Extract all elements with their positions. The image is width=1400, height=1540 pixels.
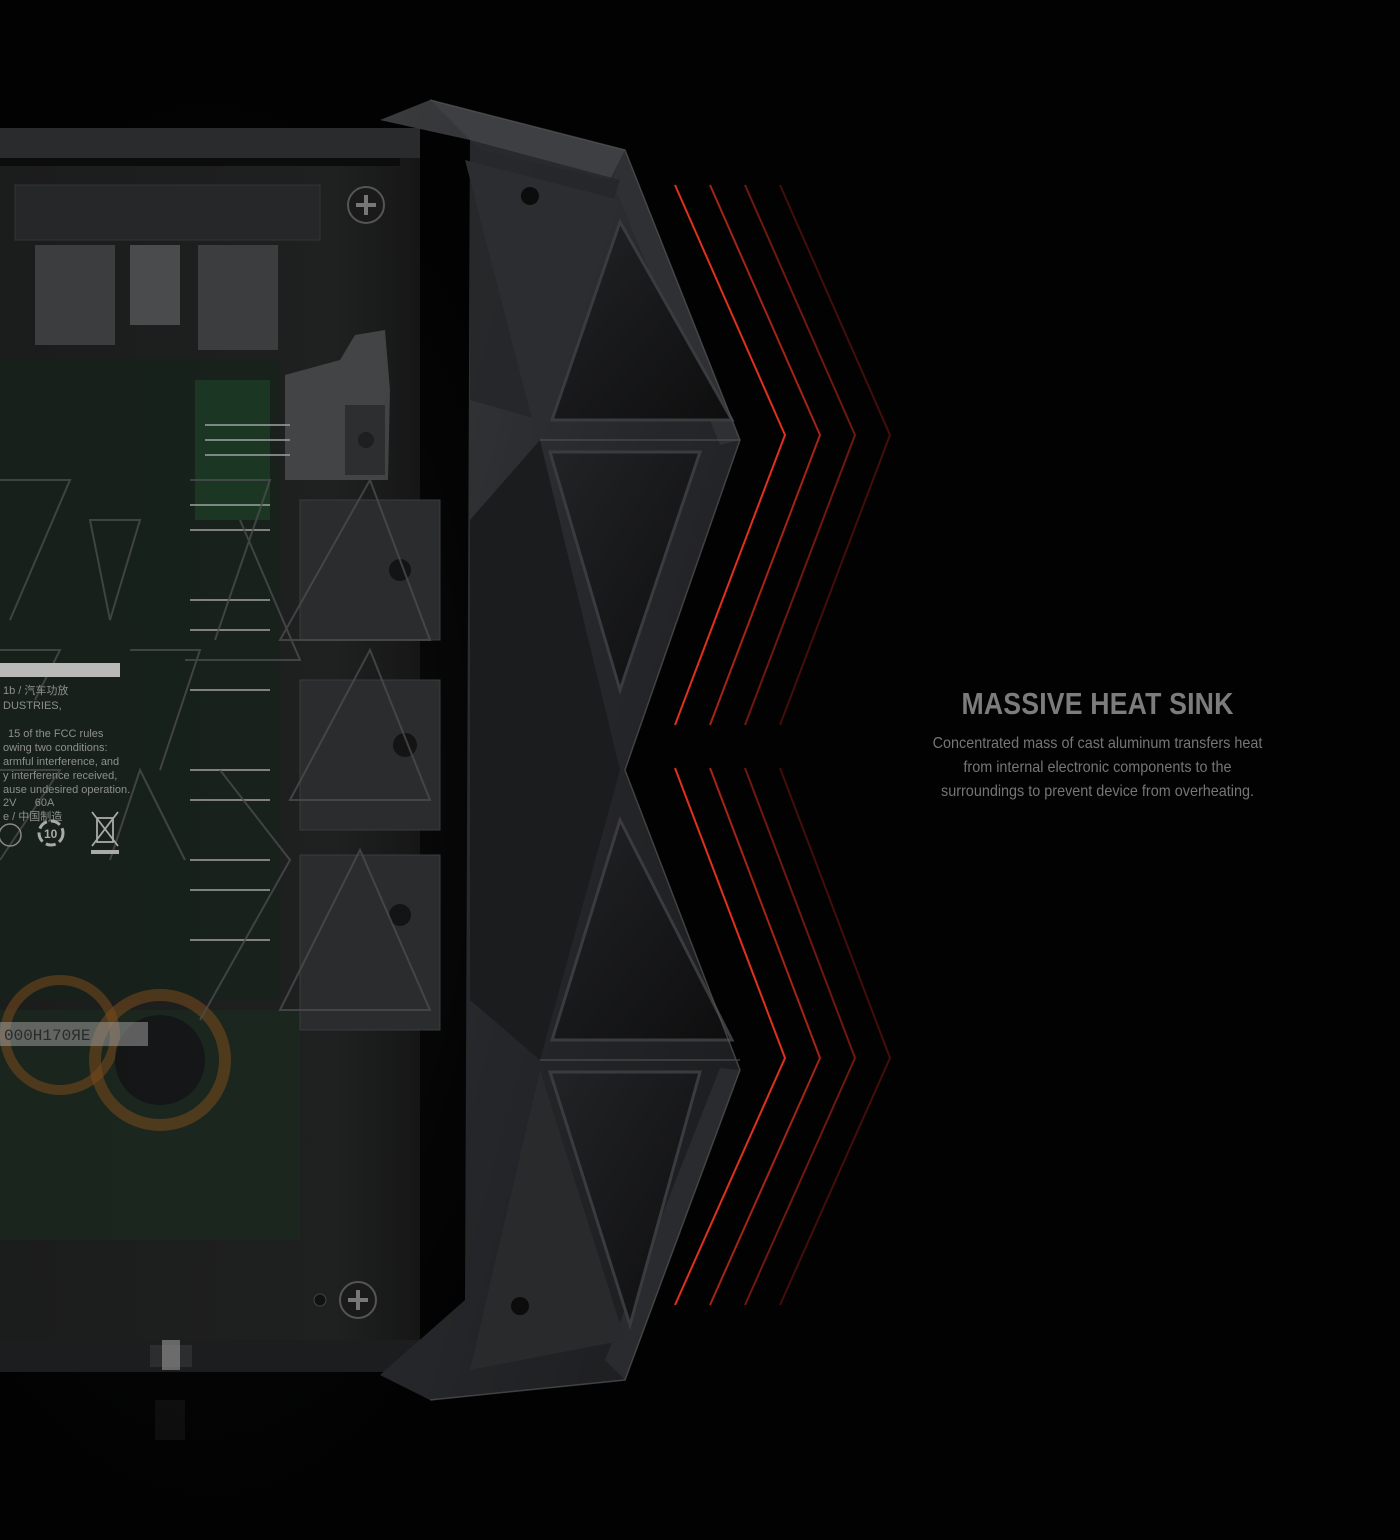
rating-label: 1b / 汽车功放 DUSTRIES, 15 of the FCC rules … [0,663,130,854]
recycle-10-icon: 10 [37,819,65,847]
cert-mark-icon [0,823,22,847]
heat-sink-frame [380,99,741,1401]
label-line: e / 中国制造 [3,809,62,823]
serial-sticker [0,1022,148,1046]
svg-text:10: 10 [44,827,58,841]
mount-hole-icon [511,1297,529,1315]
device-body: 1b / 汽车功放 DUSTRIES, 15 of the FCC rules … [0,128,441,1440]
feature-callout: MASSIVE HEAT SINK Concentrated mass of c… [905,686,1290,804]
feature-title: MASSIVE HEAT SINK [961,686,1234,721]
label-line: 2V 60A [3,797,55,809]
heat-flow-lines [674,184,892,1306]
serial-number: 000H170ЯЕ [4,1027,90,1045]
label-line: owing two conditions: [3,742,108,754]
label-line: y interference received, [3,770,117,782]
label-line: 15 of the FCC rules [8,728,104,740]
screw-icon [313,1281,377,1319]
weee-bin-icon [91,811,119,854]
mount-hole-icon [521,187,539,205]
label-line: DUSTRIES, [3,700,62,712]
label-line: armful interference, and [3,756,119,768]
label-line: ause undesired operation. [3,784,130,796]
feature-description: Concentrated mass of cast aluminum trans… [932,735,1263,800]
screw-icon [347,186,385,224]
label-line: 1b / 汽车功放 [3,683,68,697]
